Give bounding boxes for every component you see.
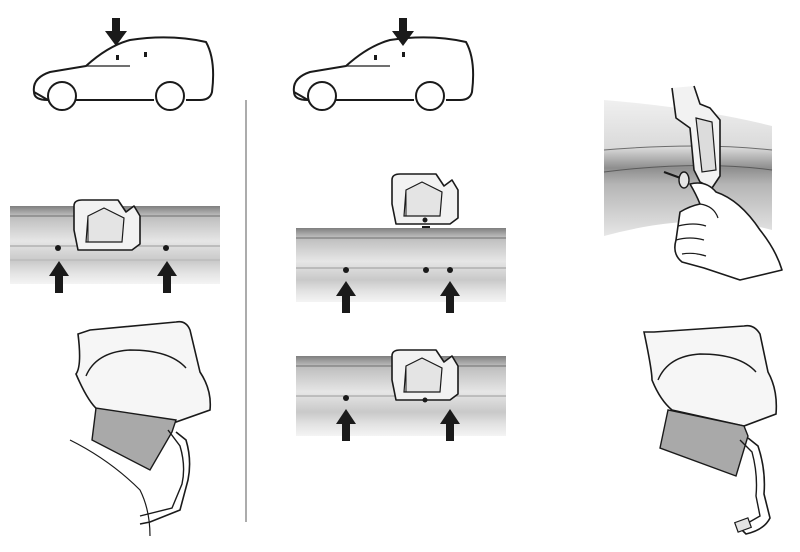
panel-1 [10, 18, 220, 537]
foot-profile-1 [69, 320, 212, 537]
roof-bar-2a [296, 228, 506, 302]
foot-profile-3 [643, 324, 778, 535]
foot-bracket-2a [391, 173, 459, 225]
car-icon [292, 36, 475, 111]
car-icon [32, 36, 215, 111]
hand-icon [674, 182, 783, 281]
foot-bracket-2b [391, 349, 459, 403]
panel-2 [292, 18, 506, 441]
screw-icon [663, 171, 690, 189]
down-arrow-icon [392, 18, 414, 46]
panel-3 [603, 85, 783, 535]
